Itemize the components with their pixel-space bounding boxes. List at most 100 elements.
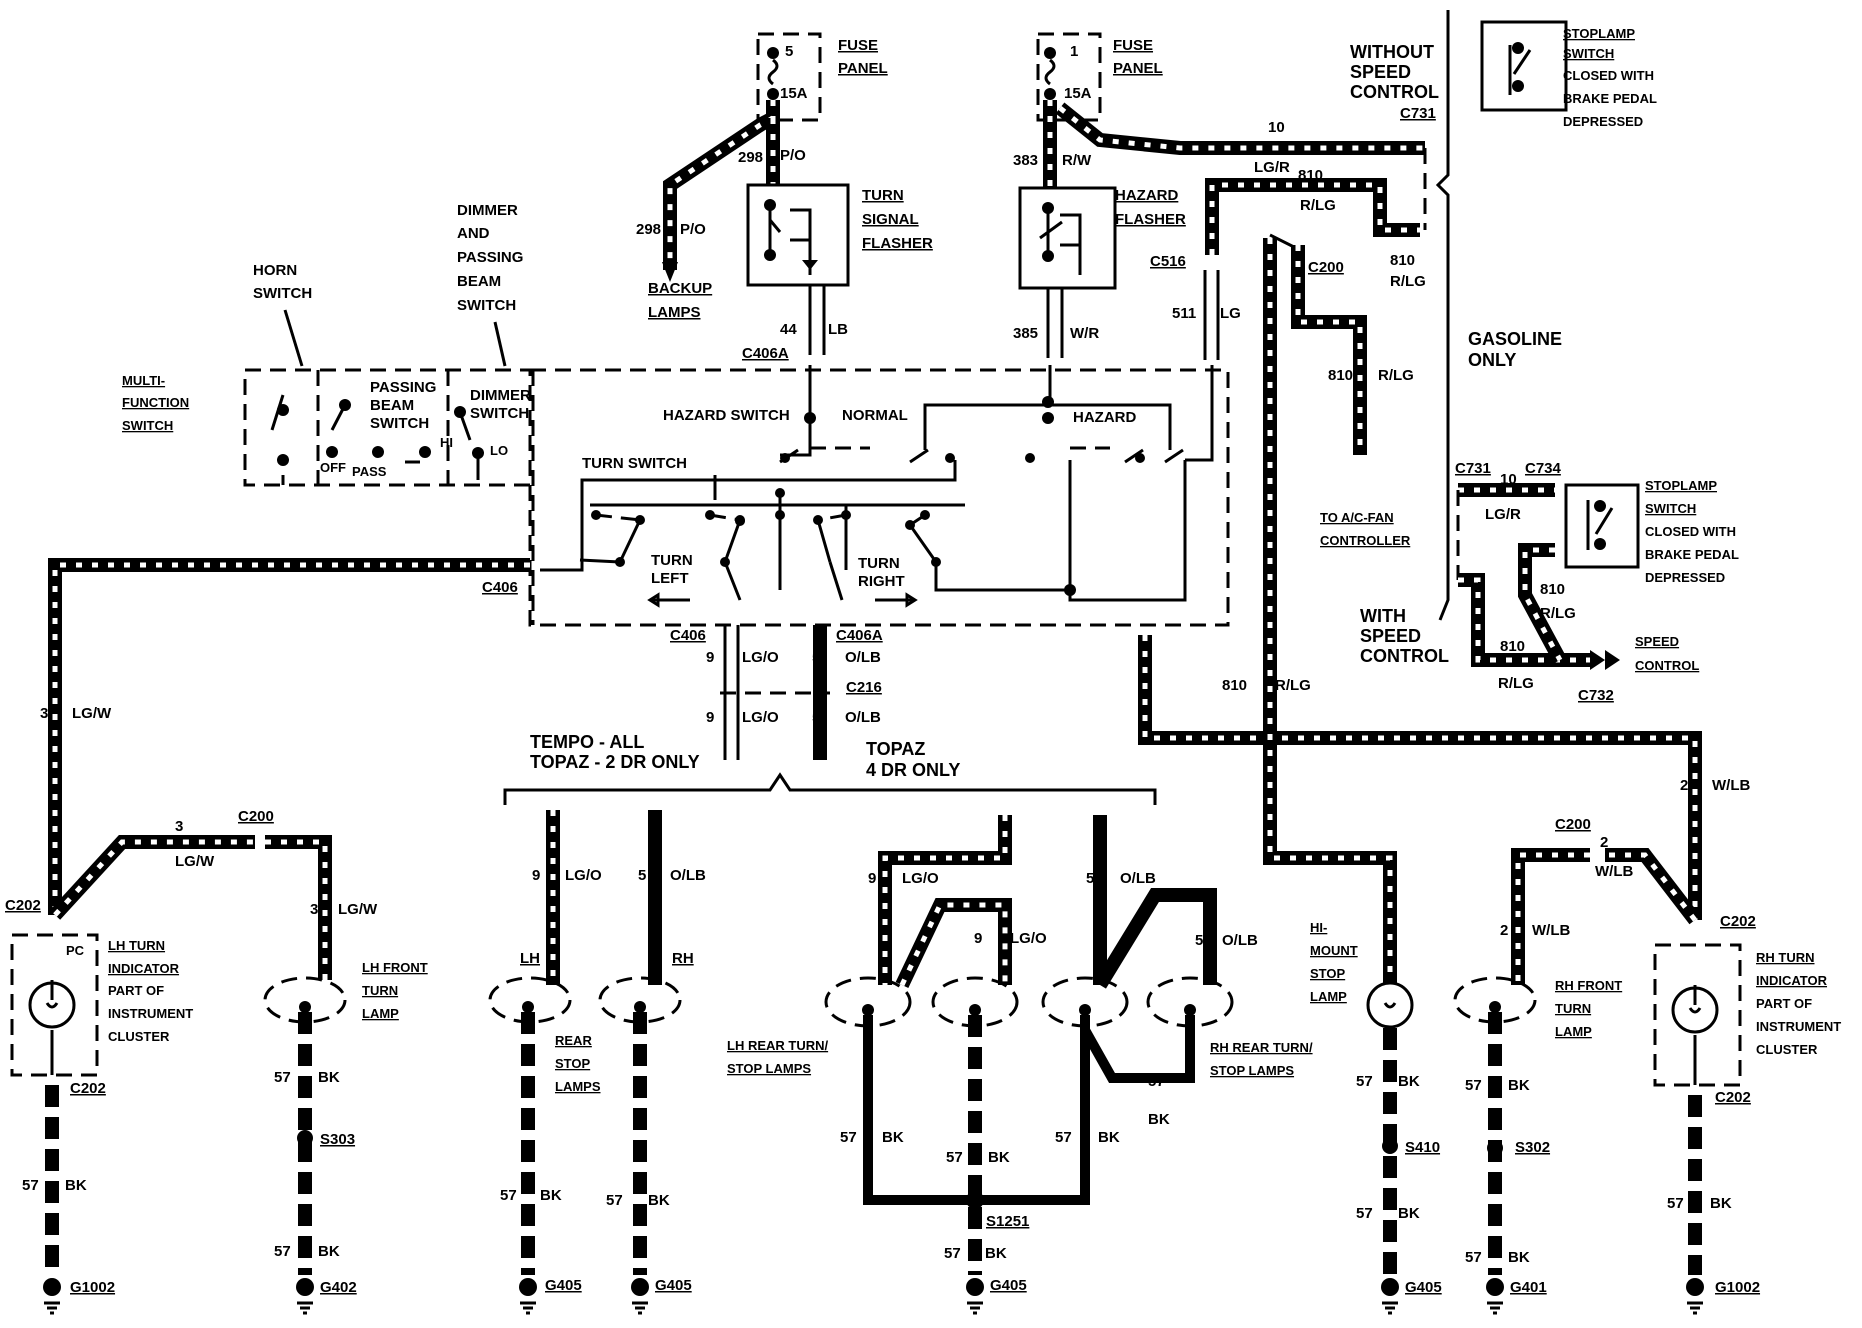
diagram-label: S303 [320, 1131, 355, 1148]
diagram-label: 57 [1356, 1073, 1373, 1090]
ground-label: G402 [320, 1279, 357, 1296]
diagram-label: R/LG [1300, 197, 1336, 214]
diagram-label: STOP LAMPS [727, 1061, 811, 1076]
diagram-label: R/LG [1390, 273, 1426, 290]
diagram-label: LO [490, 443, 508, 458]
diagram-label: 810 [1222, 677, 1247, 694]
hi-mount-stop-lamp: HI- MOUNT STOP LAMP [1310, 920, 1414, 1029]
diagram-label: SWITCH [370, 415, 429, 432]
diagram-label: 15A [1064, 85, 1092, 102]
diagram-label: 5 [812, 649, 820, 666]
diagram-label: 57 [274, 1069, 291, 1086]
diagram-label: C732 [1578, 687, 1614, 704]
diagram-label: BK [318, 1069, 340, 1086]
fuse-label: FUSE [838, 37, 878, 54]
diagram-label: BK [1148, 1111, 1170, 1128]
diagram-label: O/LB [1120, 870, 1156, 887]
diagram-label: SWITCH [253, 285, 312, 302]
diagram-label: DEPRESSED [1645, 570, 1725, 585]
diagram-label: 57 [944, 1245, 961, 1262]
diagram-label: LG/O [902, 870, 939, 887]
diagram-label: C406 [482, 579, 518, 596]
diagram-label: LG/O [565, 867, 602, 884]
lh-turn-indicator: PC LH TURN INDICATOR PART OF INSTRUMENT … [10, 933, 193, 1077]
diagram-label: LAMP [1310, 989, 1347, 1004]
diagram-label: RH TURN [1756, 950, 1815, 965]
diagram-label: SWITCH [122, 418, 173, 433]
diagram-label: BK [985, 1245, 1007, 1262]
diagram-label: C202 [1720, 913, 1756, 930]
diagram-label: 810 [1298, 167, 1323, 184]
diagram-label: TURN [858, 555, 900, 572]
diagram-label: O/LB [1222, 932, 1258, 949]
diagram-label: 3 [310, 901, 318, 918]
diagram-label: INDICATOR [1756, 973, 1828, 988]
rear-stop-lamp-rh [598, 976, 682, 1024]
diagram-label: MOUNT [1310, 943, 1358, 958]
stoplamp-switch-top: STOPLAMP SWITCH CLOSED WITH BRAKE PEDAL … [1480, 20, 1657, 129]
diagram-label: LH TURN [108, 938, 165, 953]
ground-label: G1002 [70, 1279, 115, 1296]
diagram-label: BEAM [457, 273, 501, 290]
diagram-label: O/LB [845, 649, 881, 666]
diagram-label: 5 [1086, 870, 1094, 887]
ground-label: G405 [545, 1277, 582, 1294]
diagram-label: C406 [670, 627, 706, 644]
ground-label: G1002 [1715, 1279, 1760, 1296]
diagram-label: STOPLAMP [1645, 478, 1717, 493]
rh-turn-indicator: RH TURN INDICATOR PART OF INSTRUMENT CLU… [1653, 943, 1841, 1087]
connector-label: C406A [742, 345, 789, 362]
diagram-label: INSTRUMENT [108, 1006, 193, 1021]
diagram-label: CONTROLLER [1320, 533, 1411, 548]
diagram-label: TEMPO - ALL [530, 732, 644, 752]
fuse-label: PANEL [838, 60, 888, 77]
fuse-panel-left: 5 15A FUSE PANEL [756, 32, 888, 122]
diagram-label: CLUSTER [108, 1029, 170, 1044]
diagram-label: 10 [1500, 471, 1517, 488]
diagram-label: C734 [1525, 460, 1562, 477]
diagram-label: LH FRONT [362, 960, 428, 975]
diagram-label: FLASHER [862, 235, 933, 252]
rh-front-turn-lamp: RH FRONT TURN LAMP [1453, 976, 1622, 1039]
diagram-label: TURN SWITCH [582, 455, 687, 472]
diagram-label: C731 [1400, 105, 1436, 122]
diagram-label: 5 [638, 867, 646, 884]
diagram-label: LAMP [1555, 1024, 1592, 1039]
diagram-label: R/LG [1378, 367, 1414, 384]
diagram-label: INDICATOR [108, 961, 180, 976]
wire-num: 298 [738, 149, 763, 166]
diagram-label: 57 [500, 1187, 517, 1204]
diagram-label: DEPRESSED [1563, 114, 1643, 129]
wire-num: 44 [780, 321, 797, 338]
diagram-label: 9 [706, 649, 714, 666]
diagram-label: HI [440, 435, 453, 450]
diagram-label: LEFT [651, 570, 689, 587]
diagram-label: BK [65, 1177, 87, 1194]
diagram-label: BK [882, 1129, 904, 1146]
fuse-amp: 15A [780, 85, 808, 102]
multi-function-switch: PASSING BEAM SWITCH DIMMER SWITCH OFF PA… [243, 368, 532, 487]
diagram-label: C200 [238, 808, 274, 825]
diagram-label: HAZARD [1115, 187, 1178, 204]
diagram-label: TOPAZ - 2 DR ONLY [530, 752, 700, 772]
diagram-label: LG/W [175, 853, 215, 870]
ground-label: G405 [1405, 1279, 1442, 1296]
diagram-label: 57 [1667, 1195, 1684, 1212]
diagram-label: INSTRUMENT [1756, 1019, 1841, 1034]
diagram-label: O/LB [670, 867, 706, 884]
diagram-label: 511 [1172, 305, 1196, 322]
diagram-label: O/LB [845, 709, 881, 726]
diagram-label: HAZARD [1073, 409, 1136, 426]
diagram-label: TURN [1555, 1001, 1591, 1016]
diagram-label: 810 [1328, 367, 1353, 384]
diagram-label: C202 [1715, 1089, 1751, 1106]
diagram-label: CONTROL [1360, 646, 1449, 666]
diagram-label: SPEED [1350, 62, 1411, 82]
diagram-label: 57 [606, 1192, 623, 1209]
diagram-label: STOP [1310, 966, 1345, 981]
diagram-label: C202 [5, 897, 41, 914]
wire-color: LB [828, 321, 848, 338]
diagram-label: W/LB [1595, 863, 1633, 880]
diagram-label: 9 [974, 930, 982, 947]
